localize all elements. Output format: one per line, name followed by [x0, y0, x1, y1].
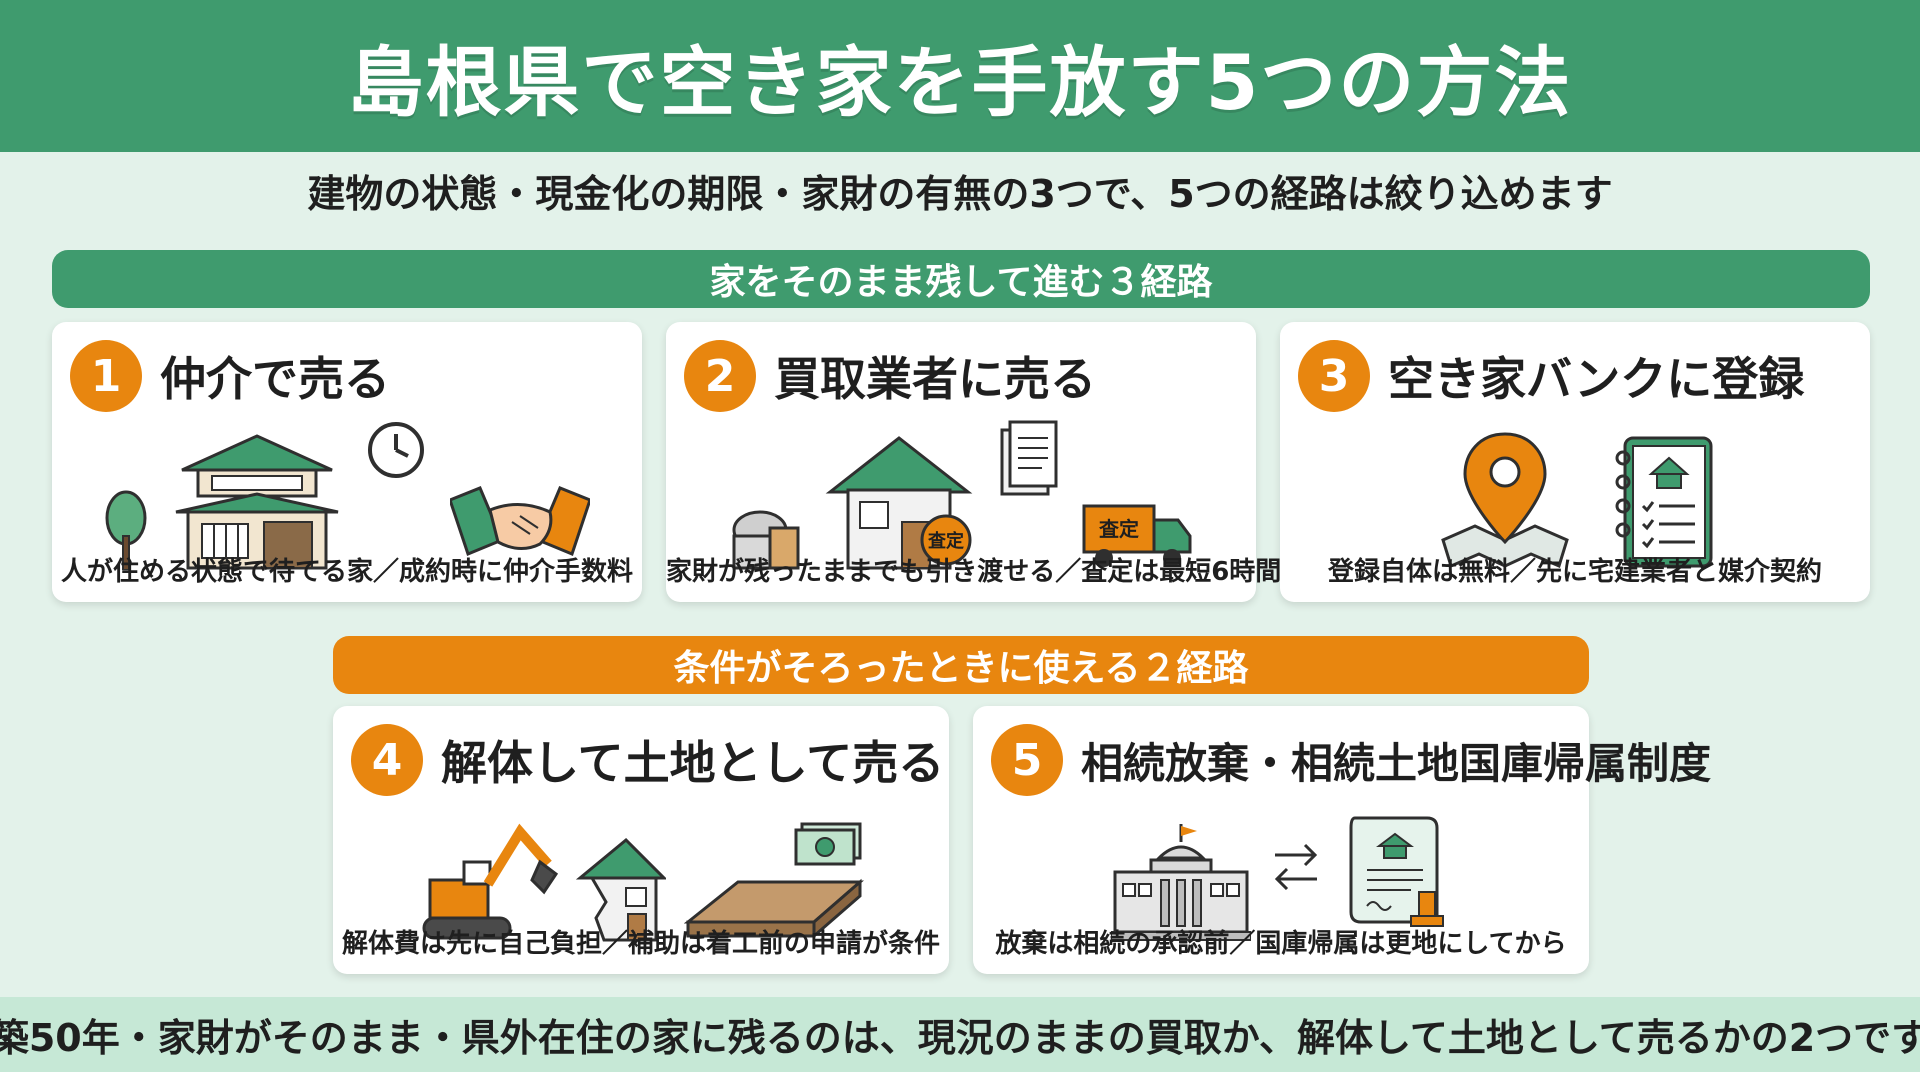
documents-icon [1000, 420, 1058, 496]
conclusion-bar: 築50年・家財がそのまま・県外在住の家に残るのは、現況のままの買取か、解体して土… [0, 997, 1920, 1072]
map-pin-icon [1441, 432, 1569, 569]
route-description: 人が住める状態で待てる家／成約時に仲介手数料 [60, 557, 633, 587]
group-band-label: 家をそのまま残して進む３経路 [709, 262, 1213, 303]
route-description: 放棄は相続の承認前／国庫帰属は更地にしてから [995, 929, 1567, 959]
page-title: 島根県で空き家を手放す5つの方法 [347, 38, 1573, 127]
route-description: 家財が残ったままでも引き渡せる／査定は最短6時間 [666, 557, 1282, 587]
checklist-notebook-icon [1615, 436, 1713, 568]
truck-label: 査定 [1099, 517, 1139, 541]
tree-icon [105, 490, 147, 570]
route-card-brokerage: 1 仲介で売る [52, 322, 642, 602]
broken-house-icon [576, 837, 666, 942]
card-header: 4 解体して土地として売る [351, 724, 944, 796]
route-card-inheritance: 5 相続放棄・相続土地国庫帰属制度 [973, 706, 1711, 974]
card-illustration [1280, 420, 1870, 570]
route-description: 解体費は先に自己負担／補助は着工前の申請が条件 [341, 929, 940, 959]
excavator-icon [422, 823, 558, 940]
house-icon [175, 434, 339, 570]
group-band-keep-house: 家をそのまま残して進む３経路 [52, 250, 1870, 308]
seal-stamp-icon [1410, 891, 1444, 927]
page-subtitle: 建物の状態・現金化の期限・家財の有無の3つで、5つの経路は絞り込めます [307, 171, 1613, 216]
land-plot-icon [684, 822, 864, 940]
card-illustration [333, 792, 949, 942]
route-title: 解体して土地として売る [441, 736, 945, 790]
route-number-badge: 3 [1298, 340, 1370, 412]
route-title: 空き家バンクに登録 [1388, 352, 1805, 406]
house-icon: 査定 [825, 436, 973, 570]
cash-icon [794, 822, 862, 866]
route-title: 買取業者に売る [774, 352, 1096, 406]
card-illustration [52, 420, 642, 570]
route-number-badge: 4 [351, 724, 423, 796]
route-number-badge: 5 [991, 724, 1063, 796]
route-description: 登録自体は無料／先に宅建業者と媒介契約 [1327, 557, 1822, 587]
card-header: 3 空き家バンクに登録 [1298, 340, 1804, 412]
truck-icon: 査定 [1082, 504, 1192, 567]
route-card-demolish: 4 解体して土地として売る 解体費は先に自己負担／補助は着工 [333, 706, 949, 974]
boxes-icon [732, 510, 800, 570]
card-header: 2 買取業者に売る [684, 340, 1096, 412]
card-header: 1 仲介で売る [70, 340, 390, 412]
group-band-label: 条件がそろったときに使える２経路 [673, 648, 1249, 689]
route-title: 仲介で売る [160, 352, 390, 406]
clock-icon [368, 422, 424, 478]
assessment-stamp-label: 査定 [928, 530, 964, 552]
card-header: 5 相続放棄・相続土地国庫帰属制度 [991, 724, 1711, 796]
route-number-badge: 2 [684, 340, 756, 412]
route-title: 相続放棄・相続土地国庫帰属制度 [1081, 738, 1712, 788]
route-number-badge: 1 [70, 340, 142, 412]
exchange-arrows-icon [1274, 843, 1318, 891]
deed-scroll-icon [1349, 816, 1444, 927]
route-card-buyer: 2 買取業者に売る 査定 査定 [666, 322, 1282, 602]
handshake-icon [450, 486, 590, 556]
card-illustration: 査定 査定 [666, 420, 1256, 570]
title-bar: 島根県で空き家を手放す5つの方法 [0, 0, 1920, 152]
conclusion-text: 築50年・家財がそのまま・県外在住の家に残るのは、現況のままの買取か、解体して土… [0, 1016, 1920, 1060]
government-building-icon [1111, 824, 1251, 941]
card-illustration [973, 792, 1589, 942]
group-band-conditional: 条件がそろったときに使える２経路 [333, 636, 1589, 694]
route-card-akiya-bank: 3 空き家バンクに登録 登録自体は無料／先に宅建業者と媒介契約 [1280, 322, 1870, 602]
